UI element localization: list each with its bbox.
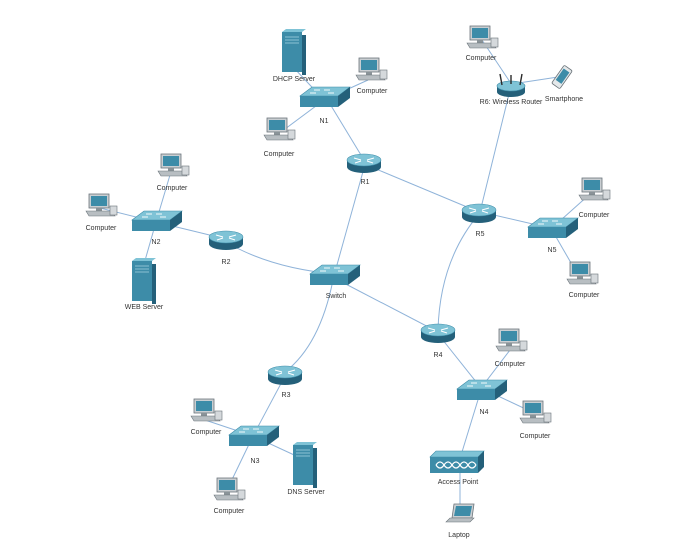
- computer-n4-right[interactable]: Computer: [519, 400, 552, 440]
- computer-n2-top[interactable]: Computer: [157, 153, 190, 192]
- switch-n5[interactable]: N5: [527, 217, 579, 254]
- computer-label: Computer: [191, 429, 222, 436]
- computer-label: Computer: [157, 185, 188, 192]
- computer-icon: [519, 400, 552, 424]
- computer-icon: [495, 328, 528, 352]
- switch-main-label: Switch: [326, 293, 347, 300]
- computer-n4-top[interactable]: Computer: [495, 328, 528, 368]
- link-n4-ap: [461, 389, 482, 453]
- computer-n5-bottom[interactable]: Computer: [566, 261, 600, 299]
- switch-icon: [309, 264, 361, 286]
- computer-n1-top[interactable]: Computer: [355, 57, 388, 95]
- access-point-label: Access Point: [438, 479, 479, 486]
- computer-label: Computer: [264, 151, 295, 158]
- dhcp-server[interactable]: DHCP Server: [273, 28, 316, 83]
- router-r3[interactable]: R3: [267, 365, 303, 399]
- link-r1-switch: [334, 167, 365, 273]
- switch-n1[interactable]: N1: [299, 86, 351, 125]
- computer-label: Computer: [495, 361, 526, 368]
- router-icon: [461, 203, 497, 224]
- switch-n4[interactable]: N4: [456, 379, 508, 416]
- access-point[interactable]: Access Point: [429, 450, 485, 486]
- switch-main[interactable]: Switch: [309, 264, 361, 300]
- router-r4-label: R4: [434, 352, 443, 359]
- web-server-label: WEB Server: [125, 304, 164, 311]
- computer-r6[interactable]: Computer: [466, 25, 499, 62]
- router-icon: [346, 153, 382, 174]
- router-icon: [420, 323, 456, 344]
- switch-n2-label: N2: [152, 239, 161, 246]
- router-r5-label: R5: [476, 231, 485, 238]
- link-n1-r1: [329, 103, 365, 161]
- computer-n3-bottom[interactable]: Computer: [213, 477, 246, 515]
- computer-icon: [157, 153, 190, 177]
- computer-label: Computer: [357, 88, 388, 95]
- link-switch-r3: [284, 279, 334, 373]
- wireless-router-r6[interactable]: R6: Wireless Router: [480, 73, 543, 106]
- server-icon: [292, 441, 318, 489]
- router-icon: [267, 365, 303, 386]
- router-r1-label: R1: [361, 179, 370, 186]
- computer-label: Computer: [569, 292, 600, 299]
- wireless-router-label: R6: Wireless Router: [480, 99, 543, 106]
- computer-icon: [190, 398, 223, 422]
- computer-label: Computer: [520, 433, 551, 440]
- computer-label: Computer: [466, 55, 497, 62]
- switch-icon: [299, 86, 351, 108]
- router-r3-label: R3: [282, 392, 291, 399]
- computer-n5-top[interactable]: Computer: [578, 177, 611, 219]
- laptop[interactable]: Laptop: [445, 503, 475, 539]
- router-r1[interactable]: R1: [346, 153, 382, 186]
- switch-icon: [228, 425, 280, 447]
- computer-label: Computer: [214, 508, 245, 515]
- server-icon: [131, 257, 157, 305]
- dns-server[interactable]: DNS Server: [287, 441, 325, 496]
- switch-n1-label: N1: [320, 118, 329, 125]
- link-switch-r4: [337, 279, 439, 333]
- switch-n5-label: N5: [548, 247, 557, 254]
- access-point-icon: [429, 450, 485, 474]
- computer-label: Computer: [579, 212, 610, 219]
- computer-icon: [466, 25, 499, 49]
- switch-n3[interactable]: N3: [228, 425, 280, 465]
- router-r4[interactable]: R4: [420, 323, 456, 359]
- switch-n3-label: N3: [251, 458, 260, 465]
- switch-icon: [527, 217, 579, 239]
- server-icon: [281, 28, 307, 76]
- dns-server-label: DNS Server: [287, 489, 325, 496]
- computer-n1-left[interactable]: Computer: [263, 117, 296, 158]
- link-r4-r5: [437, 213, 480, 331]
- computer-icon: [213, 477, 246, 501]
- computer-n3-top[interactable]: Computer: [190, 398, 223, 436]
- web-server[interactable]: WEB Server: [125, 257, 164, 311]
- router-r5[interactable]: R5: [461, 203, 497, 238]
- computer-icon: [355, 57, 388, 81]
- laptop-label: Laptop: [448, 532, 470, 539]
- laptop-icon: [445, 503, 475, 523]
- link-r5-r6: [480, 89, 511, 209]
- router-icon: [208, 230, 244, 251]
- switch-icon: [131, 210, 183, 232]
- switch-n4-label: N4: [480, 409, 489, 416]
- computer-icon: [85, 193, 118, 217]
- switch-n2[interactable]: N2: [131, 210, 183, 246]
- smartphone[interactable]: Smartphone: [545, 64, 583, 103]
- dhcp-server-label: DHCP Server: [273, 76, 316, 83]
- computer-label: Computer: [86, 225, 117, 232]
- computer-n2-left[interactable]: Computer: [85, 193, 118, 232]
- router-r2[interactable]: R2: [208, 230, 244, 266]
- computer-icon: [263, 117, 296, 141]
- link-r1-r5: [363, 163, 480, 213]
- computer-icon: [578, 177, 611, 201]
- smartphone-label: Smartphone: [545, 96, 583, 103]
- computer-icon: [566, 261, 599, 285]
- router-r2-label: R2: [222, 259, 231, 266]
- link-r4-n4: [437, 333, 482, 389]
- wireless-router-icon: [496, 73, 526, 98]
